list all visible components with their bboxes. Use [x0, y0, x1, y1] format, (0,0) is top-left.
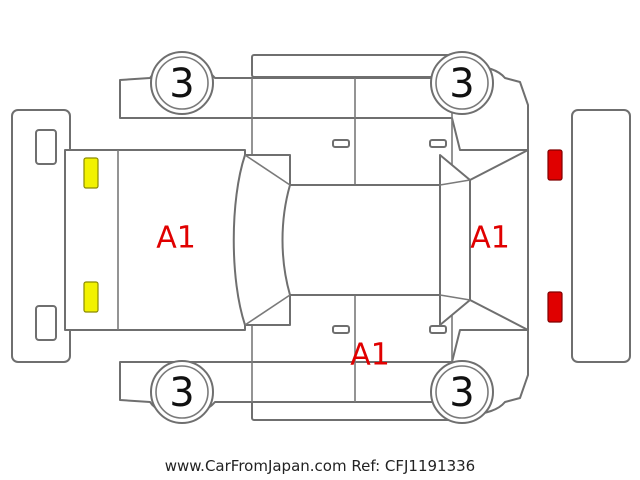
damage-mark-front-hood: A1 — [156, 221, 196, 256]
tire-grade-rear-right: 3 — [449, 370, 474, 416]
tire-rear-left: 3 — [430, 51, 494, 115]
damage-mark-left-side-door: A1 — [350, 338, 390, 373]
footer-reference: www.CarFromJapan.com Ref: CFJ1191336 — [164, 457, 476, 475]
front-bumper — [11, 109, 71, 363]
car-body-top-view — [64, 149, 529, 331]
damage-mark-rear-panel: A1 — [470, 221, 510, 256]
taillight-bottom-marker — [547, 291, 563, 323]
tire-front-right: 3 — [150, 360, 214, 424]
tire-grade-front-right: 3 — [169, 370, 194, 416]
headlight-right-marker — [83, 281, 99, 313]
tire-rear-right: 3 — [430, 360, 494, 424]
rear-bumper — [571, 109, 631, 363]
headlight-left-marker — [83, 157, 99, 189]
taillight-top-marker — [547, 149, 563, 181]
roof-rail-top — [251, 54, 453, 78]
tire-front-left: 3 — [150, 51, 214, 115]
tire-grade-rear-left: 3 — [449, 61, 474, 107]
tire-grade-front-left: 3 — [169, 61, 194, 107]
